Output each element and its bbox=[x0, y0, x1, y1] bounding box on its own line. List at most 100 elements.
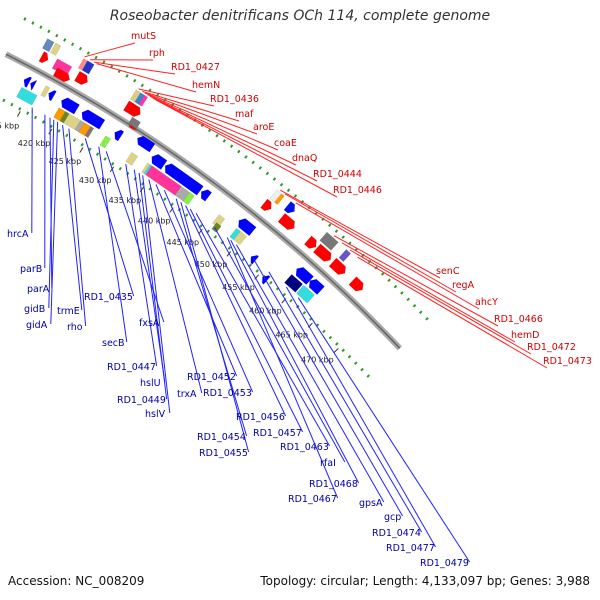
fwd-gene-15 bbox=[260, 198, 272, 211]
leader-rev-22 bbox=[214, 227, 346, 463]
leader-rev-13 bbox=[142, 175, 171, 414]
label-rev-hslV: hslV bbox=[145, 409, 166, 420]
fwd-gene-4 bbox=[52, 67, 70, 83]
tick-label-7: 450 kbp bbox=[195, 260, 228, 269]
rev-gene-31 bbox=[295, 266, 314, 285]
rev-gene-25 bbox=[211, 222, 222, 233]
rev-gene-23 bbox=[200, 189, 213, 202]
label-fwd-dnaQ: dnaQ bbox=[292, 153, 317, 164]
gene-labels: mutSrphRD1_0427hemNRD1_0436mafaroEcoaEdn… bbox=[7, 31, 592, 569]
label-rev-RD1_0474: RD1_0474 bbox=[372, 528, 421, 539]
leader-fwd-0 bbox=[84, 42, 136, 58]
leader-rev-8 bbox=[98, 146, 128, 343]
leader-fwd-10 bbox=[154, 99, 338, 198]
label-rev-trmE: trmE bbox=[57, 306, 80, 317]
tick-mark-11 bbox=[333, 347, 339, 353]
map-title: Roseobacter denitrificans OCh 114, compl… bbox=[109, 8, 491, 24]
label-fwd-aroE: aroE bbox=[253, 122, 274, 133]
fwd-gene-18 bbox=[303, 235, 317, 249]
genome-summary-text: Topology: circular; Length: 4,133,097 bp… bbox=[260, 574, 590, 588]
label-fwd-RD1_0444: RD1_0444 bbox=[313, 169, 362, 180]
fwd-gene-3 bbox=[38, 51, 49, 64]
leader-rev-20 bbox=[189, 208, 304, 433]
dotted-tracks bbox=[0, 17, 430, 379]
leader-fwd-3 bbox=[96, 63, 197, 93]
rev-gene-5 bbox=[61, 97, 80, 115]
label-rev-secB: secB bbox=[102, 338, 125, 349]
leader-rev-28 bbox=[285, 286, 437, 548]
label-fwd-RD1_0472: RD1_0472 bbox=[527, 342, 576, 353]
label-rev-hrcA: hrcA bbox=[7, 229, 29, 240]
leader-fwd-12 bbox=[284, 193, 457, 293]
leader-rev-16 bbox=[163, 189, 254, 393]
label-rev-RD1_0447: RD1_0447 bbox=[107, 362, 156, 373]
fwd-gene-6 bbox=[74, 70, 88, 86]
leader-rev-12 bbox=[138, 172, 168, 400]
label-fwd-RD1_0446: RD1_0446 bbox=[333, 185, 382, 196]
rev-gene-1 bbox=[23, 76, 33, 88]
rev-gene-3 bbox=[16, 86, 38, 106]
tick-label-11: 470 kbp bbox=[301, 356, 334, 365]
leader-rev-18 bbox=[180, 201, 250, 453]
leader-rev-6 bbox=[68, 128, 87, 327]
fwd-gene-20 bbox=[338, 249, 352, 263]
label-fwd-mutS: mutS bbox=[131, 31, 156, 42]
leader-rev-24 bbox=[226, 237, 339, 499]
label-leaders bbox=[31, 42, 548, 563]
fwd-gene-22 bbox=[348, 276, 364, 292]
fwd-gene-19 bbox=[312, 243, 332, 262]
fwd-gene-17 bbox=[277, 212, 295, 231]
rev-gene-26 bbox=[238, 218, 257, 237]
label-rev-RD1_0479: RD1_0479 bbox=[420, 558, 469, 569]
label-rev-parA: parA bbox=[27, 284, 50, 295]
label-fwd-maf: maf bbox=[235, 109, 254, 120]
tick-label-1: 420 kbp bbox=[18, 139, 51, 148]
rev-gene-32 bbox=[284, 274, 304, 293]
rev-gene-2 bbox=[30, 80, 38, 91]
leader-fwd-7 bbox=[147, 94, 279, 151]
label-rev-RD1_0477: RD1_0477 bbox=[386, 543, 435, 554]
label-fwd-RD1_0427: RD1_0427 bbox=[171, 62, 220, 73]
label-fwd-RD1_0436: RD1_0436 bbox=[210, 94, 259, 105]
label-rev-gcp: gcp bbox=[384, 512, 401, 523]
leader-rev-21 bbox=[195, 213, 331, 447]
rev-gene-20 bbox=[164, 163, 204, 196]
leader-rev-17 bbox=[175, 198, 248, 437]
rev-gene-29 bbox=[250, 255, 260, 265]
label-fwd-coaE: coaE bbox=[274, 138, 297, 149]
tick-label-3: 430 kbp bbox=[79, 176, 112, 185]
leader-rev-25 bbox=[235, 244, 385, 503]
leader-fwd-8 bbox=[149, 95, 297, 166]
tick-label-6: 445 kbp bbox=[167, 238, 200, 247]
tick-label-10: 465 kbp bbox=[275, 331, 308, 340]
label-rev-RD1_0457: RD1_0457 bbox=[253, 428, 302, 439]
leader-rev-14 bbox=[148, 179, 203, 394]
label-rev-RD1_0453: RD1_0453 bbox=[203, 388, 252, 399]
leader-rev-4 bbox=[50, 121, 59, 325]
tick-label-5: 440 kbp bbox=[138, 217, 171, 226]
leader-rev-3 bbox=[48, 119, 55, 309]
tick-label-9: 460 kbp bbox=[249, 307, 282, 316]
fwd-gene-11 bbox=[128, 116, 141, 129]
leader-fwd-16 bbox=[349, 249, 532, 355]
label-rev-gpsA: gpsA bbox=[359, 498, 383, 509]
rev-gene-17 bbox=[151, 154, 168, 170]
label-fwd-hemD: hemD bbox=[511, 330, 539, 341]
rev-gene-12 bbox=[81, 109, 106, 130]
label-rev-rho: rho bbox=[67, 322, 83, 333]
leader-fwd-2 bbox=[93, 61, 176, 75]
tick-label-0: 415 kbp bbox=[0, 121, 19, 130]
leader-fwd-9 bbox=[152, 97, 318, 182]
leader-rev-5 bbox=[62, 124, 83, 311]
leader-rev-15 bbox=[155, 184, 238, 377]
rev-gene-22 bbox=[182, 192, 195, 206]
fwd-gene-16 bbox=[283, 201, 296, 214]
rev-gene-15 bbox=[137, 135, 156, 153]
leader-rev-11 bbox=[133, 169, 166, 383]
fwd-gene-12 bbox=[128, 124, 138, 131]
fwd-gene-21 bbox=[328, 257, 346, 275]
label-fwd-rph: rph bbox=[149, 48, 165, 59]
label-rev-parB: parB bbox=[20, 264, 42, 275]
rev-gene-28 bbox=[233, 230, 248, 246]
